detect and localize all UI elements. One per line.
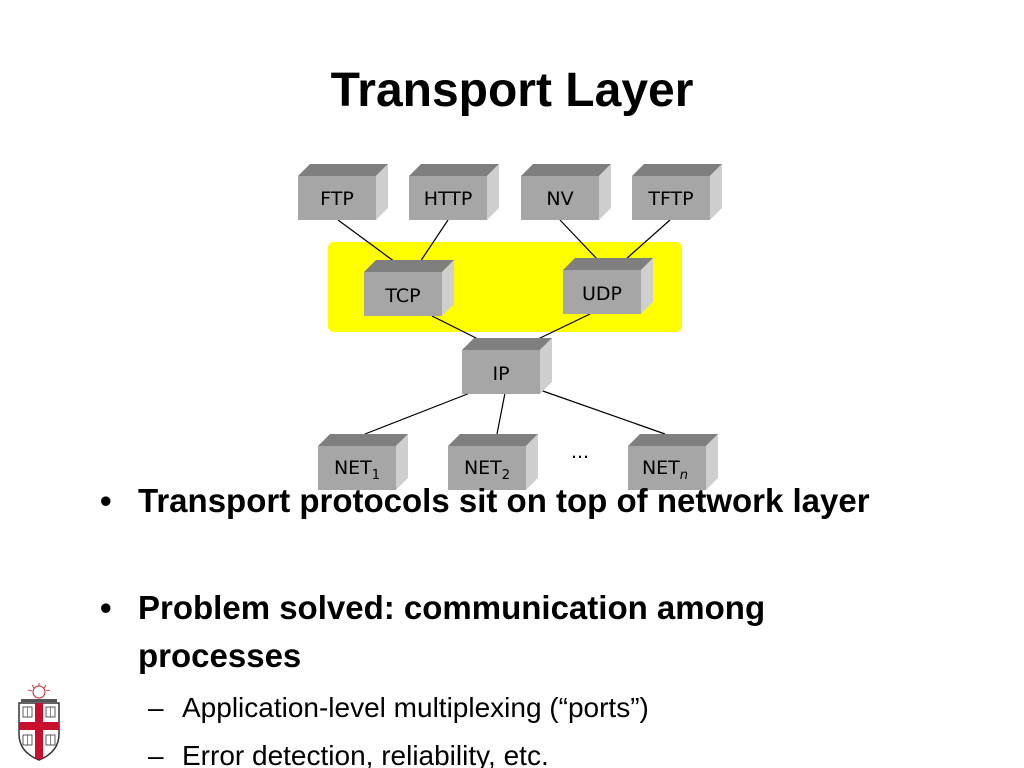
connector-lines bbox=[337, 219, 671, 435]
line-udp-ip bbox=[535, 313, 591, 341]
tftp-box: TFTP bbox=[632, 164, 722, 220]
http-box: HTTP bbox=[409, 164, 499, 220]
line-ftp-tcp bbox=[337, 219, 396, 263]
ftp-box: FTP bbox=[298, 164, 388, 220]
line-nv-udp bbox=[559, 219, 599, 261]
line-ip-net1 bbox=[364, 392, 471, 435]
nv-label: NV bbox=[546, 188, 573, 210]
net1-subscript: 1 bbox=[372, 468, 380, 483]
udp-box: UDP bbox=[563, 258, 653, 314]
bullet-marker: • bbox=[100, 589, 112, 626]
tcp-box: TCP bbox=[364, 260, 454, 316]
sub-bullet-marker: – bbox=[148, 740, 164, 768]
ip-box: IP bbox=[462, 338, 552, 394]
net2-box: NET2 bbox=[448, 434, 538, 490]
net2-base: NET bbox=[464, 457, 502, 479]
net1-box: NET1 bbox=[318, 434, 408, 490]
line-ip-net2 bbox=[496, 392, 506, 435]
netn-subscript: n bbox=[680, 468, 688, 483]
netn-base: NET bbox=[642, 457, 680, 479]
line-tftp-udp bbox=[624, 219, 671, 261]
http-label: HTTP bbox=[424, 188, 473, 210]
udp-label: UDP bbox=[582, 283, 622, 305]
net1-base: NET bbox=[334, 457, 372, 479]
university-crest-icon bbox=[18, 683, 60, 761]
tftp-label: TFTP bbox=[647, 188, 693, 210]
bullet-text: Problem solved: communication among proc… bbox=[138, 589, 766, 674]
net1-label: NET1 bbox=[334, 457, 380, 483]
line-ip-netn bbox=[539, 389, 666, 435]
line-http-tcp bbox=[419, 219, 449, 263]
sub-bullet-text: Application-level multiplexing (“ports”) bbox=[182, 692, 649, 723]
net2-label: NET2 bbox=[464, 457, 510, 483]
bullet-text: Transport protocols sit on top of networ… bbox=[138, 482, 870, 519]
ip-label: IP bbox=[492, 363, 509, 385]
line-tcp-ip bbox=[431, 315, 481, 341]
bullet-marker: • bbox=[100, 482, 112, 519]
net2-subscript: 2 bbox=[502, 468, 510, 483]
ftp-label: FTP bbox=[320, 188, 354, 210]
net-ellipsis: ... bbox=[571, 441, 589, 463]
tcp-label: TCP bbox=[384, 285, 420, 307]
sub-bullet-marker: – bbox=[148, 692, 164, 723]
nv-box: NV bbox=[521, 164, 611, 220]
slide-title: Transport Layer bbox=[330, 64, 694, 117]
sub-bullet-text: Error detection, reliability, etc. bbox=[182, 740, 549, 768]
netn-label: NETn bbox=[642, 457, 688, 483]
netn-box: NETn bbox=[628, 434, 718, 490]
